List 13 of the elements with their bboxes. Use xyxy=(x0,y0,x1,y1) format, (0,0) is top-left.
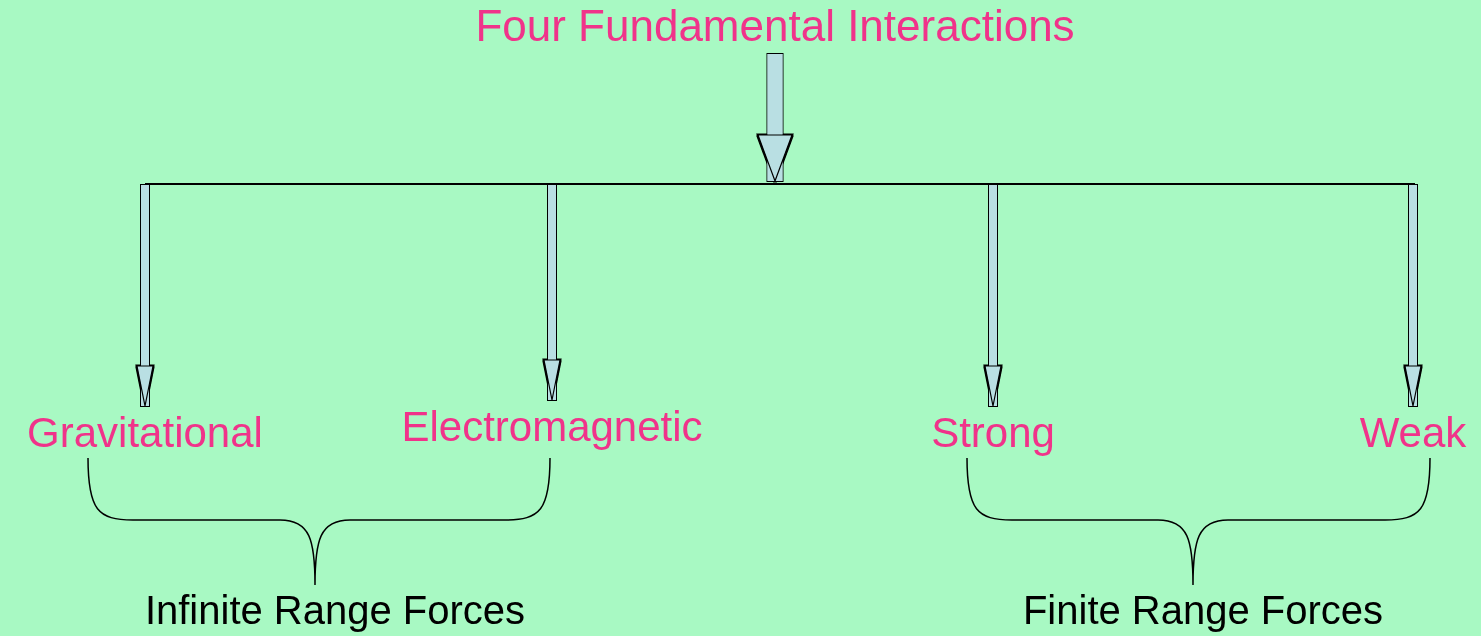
block-arrow xyxy=(757,54,793,182)
group-label: Finite Range Forces xyxy=(1022,588,1384,632)
force-label: Gravitational xyxy=(27,410,263,457)
title: Four Fundamental Interactions xyxy=(475,2,1075,51)
block-arrow xyxy=(543,185,561,401)
block-arrow xyxy=(136,185,154,407)
group-label: Infinite Range Forces xyxy=(144,588,526,632)
force-label: Weak xyxy=(1359,410,1467,457)
branch-line xyxy=(145,183,1415,185)
force-label: Strong xyxy=(931,410,1055,457)
block-arrow xyxy=(984,185,1002,407)
force-label: Electromagnetic xyxy=(401,404,703,451)
block-arrow xyxy=(1404,185,1422,407)
